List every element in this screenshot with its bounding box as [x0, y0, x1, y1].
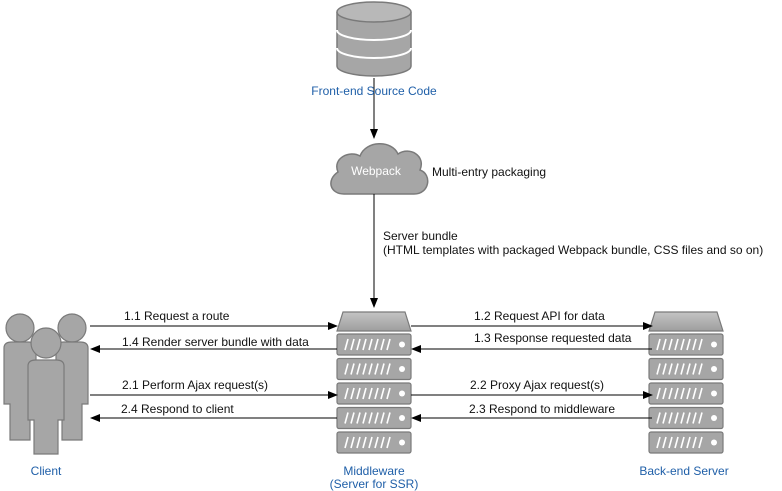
packaging-annotation: Multi-entry packaging — [432, 165, 547, 179]
edge-label-2-2: 2.2 Proxy Ajax request(s) — [470, 378, 605, 392]
database-icon — [336, 1, 412, 77]
edge-label-2-3: 2.3 Respond to middleware — [469, 402, 616, 416]
edge-label-1-4: 1.4 Render server bundle with data — [122, 335, 309, 349]
client-label: Client — [30, 464, 62, 478]
edge-label-1-3: 1.3 Response requested data — [474, 331, 632, 345]
user-figure-center — [27, 327, 65, 455]
edge-label-1-1: 1.1 Request a route — [124, 309, 230, 323]
server-icon — [648, 311, 724, 454]
middleware-sublabel: (Server for SSR) — [329, 477, 419, 491]
users-icon — [3, 313, 89, 455]
bundle-annotation: Server bundle — [383, 229, 458, 243]
cloud-icon — [330, 143, 429, 195]
webpack-label: Webpack — [351, 164, 401, 178]
edge-label-2-4: 2.4 Respond to client — [121, 402, 234, 416]
server-icon — [336, 311, 412, 454]
edge-label-2-1: 2.1 Perform Ajax request(s) — [122, 378, 269, 392]
backend-label: Back-end Server — [639, 464, 729, 478]
source-label: Front-end Source Code — [311, 84, 437, 98]
middleware-label: Middleware — [343, 464, 405, 478]
bundle-annotation-detail: (HTML templates with packaged Webpack bu… — [383, 243, 764, 257]
edge-label-1-2: 1.2 Request API for data — [474, 309, 605, 323]
